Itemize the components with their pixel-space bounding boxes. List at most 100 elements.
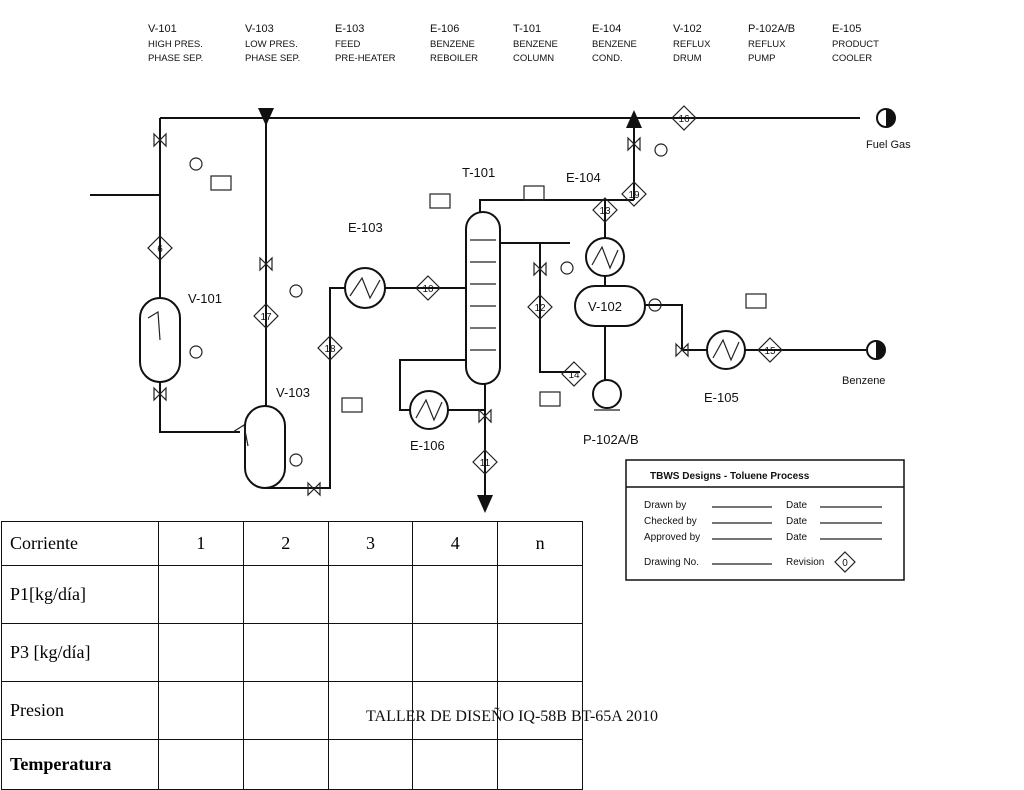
header-v103: V-103 LOW PRES. PHASE SEP. xyxy=(245,23,300,64)
svg-text:PHASE SEP.: PHASE SEP. xyxy=(148,53,203,64)
vessel-v103: V-103 xyxy=(232,385,310,489)
header-label-cell: Corriente xyxy=(1,521,159,566)
revision-label: Revision xyxy=(786,557,824,568)
svg-text:V-102: V-102 xyxy=(673,23,702,35)
drawing-no-label: Drawing No. xyxy=(644,557,699,568)
svg-text:COOLER: COOLER xyxy=(832,53,872,64)
table-cell[interactable] xyxy=(242,681,329,740)
exchanger-e105: E-105 xyxy=(704,330,746,405)
header-t101: T-101 BENZENE COLUMN xyxy=(513,23,558,64)
table-cell[interactable] xyxy=(497,623,583,682)
process-flow-diagram: V-101 HIGH PRES. PHASE SEP. V-103 LOW PR… xyxy=(90,23,911,581)
svg-text:13: 13 xyxy=(599,206,611,217)
table-cell[interactable] xyxy=(242,623,329,682)
column-header: 1 xyxy=(158,521,244,566)
stream-markers: 6 17 18 10 13 12 14 19 16 15 11 xyxy=(147,105,783,475)
svg-text:BENZENE: BENZENE xyxy=(513,39,558,50)
exchanger-e103: E-103 xyxy=(344,220,386,309)
svg-text:16: 16 xyxy=(678,114,690,125)
table-cell[interactable] xyxy=(412,623,499,682)
svg-text:T-101: T-101 xyxy=(513,23,541,35)
svg-text:6: 6 xyxy=(157,244,163,255)
date-label: Date xyxy=(786,516,808,527)
svg-text:14: 14 xyxy=(568,370,580,381)
svg-text:V-101: V-101 xyxy=(148,23,177,35)
checked-by-label: Checked by xyxy=(644,516,697,527)
svg-text:COLUMN: COLUMN xyxy=(513,53,554,64)
svg-text:E-103: E-103 xyxy=(335,23,364,35)
svg-text:19: 19 xyxy=(628,190,640,201)
table-cell[interactable] xyxy=(327,739,414,790)
header-v101: V-101 HIGH PRES. PHASE SEP. xyxy=(148,23,203,64)
table-cell[interactable] xyxy=(412,565,499,624)
table-cell[interactable] xyxy=(327,565,414,624)
benzene-label: Benzene xyxy=(842,375,885,387)
svg-text:FEED: FEED xyxy=(335,39,360,50)
label-p102: P-102A/B xyxy=(583,432,639,447)
v101-liquid-line xyxy=(159,380,240,433)
table-cell[interactable] xyxy=(497,565,583,624)
valve-icon xyxy=(153,386,167,402)
row-label: P1[kg/día] xyxy=(1,565,159,624)
label-e103: E-103 xyxy=(348,220,383,235)
label-v102: V-102 xyxy=(588,299,622,314)
svg-text:E-105: E-105 xyxy=(832,23,861,35)
table-row: Temperatura xyxy=(1,739,583,790)
reboiler-return-line xyxy=(399,359,466,411)
svg-text:REFLUX: REFLUX xyxy=(748,39,786,50)
table-cell[interactable] xyxy=(412,739,499,790)
svg-text:18: 18 xyxy=(324,344,336,355)
table-cell[interactable] xyxy=(158,739,244,790)
label-e105: E-105 xyxy=(704,390,739,405)
benzene-terminal: Benzene xyxy=(842,340,886,387)
vessel-v101: V-101 xyxy=(139,291,222,383)
approved-by-label: Approved by xyxy=(644,532,700,543)
stream-data-table: Corriente 1 2 3 4 n P1[kg/día] P3 [kg/dí… xyxy=(1,521,583,790)
label-e104: E-104 xyxy=(566,170,601,185)
product-line xyxy=(640,304,708,351)
pump-p102: P-102A/B xyxy=(583,379,639,447)
v103-liquid-line xyxy=(266,287,345,489)
stream-15: 15 xyxy=(757,337,783,363)
table-cell[interactable] xyxy=(158,681,244,740)
row-label: P3 [kg/día] xyxy=(1,623,159,682)
header-p102: P-102A/B REFLUX PUMP xyxy=(748,23,795,64)
valve-icon xyxy=(153,132,167,148)
table-cell[interactable] xyxy=(242,565,329,624)
svg-text:REFLUX: REFLUX xyxy=(673,39,711,50)
valve-icon xyxy=(307,481,321,497)
table-cell[interactable] xyxy=(497,739,583,790)
svg-text:DRUM: DRUM xyxy=(673,53,702,64)
fuel-gas-label: Fuel Gas xyxy=(866,139,911,151)
header-e106: E-106 BENZENE REBOILER xyxy=(430,23,478,64)
svg-text:17: 17 xyxy=(260,312,272,323)
svg-text:E-106: E-106 xyxy=(430,23,459,35)
label-e106: E-106 xyxy=(410,438,445,453)
svg-text:PHASE SEP.: PHASE SEP. xyxy=(245,53,300,64)
table-row: P3 [kg/día] xyxy=(1,623,583,682)
stream-13: 13 xyxy=(592,197,618,223)
table-cell[interactable] xyxy=(158,623,244,682)
process-lines xyxy=(90,108,866,513)
stream-12: 12 xyxy=(527,294,553,320)
table-row: P1[kg/día] xyxy=(1,565,583,624)
label-t101: T-101 xyxy=(462,165,495,180)
valves xyxy=(153,132,689,497)
stream-10: 10 xyxy=(415,275,441,301)
table-cell[interactable] xyxy=(158,565,244,624)
table-row: Presion xyxy=(1,681,583,740)
table-cell[interactable] xyxy=(327,623,414,682)
svg-text:HIGH PRES.: HIGH PRES. xyxy=(148,39,203,50)
column-header: 4 xyxy=(412,521,499,566)
table-cell[interactable] xyxy=(242,739,329,790)
instruments xyxy=(189,143,767,413)
stream-14: 14 xyxy=(561,361,587,387)
svg-text:P-102A/B: P-102A/B xyxy=(748,23,795,35)
stream-18: 18 xyxy=(317,335,343,361)
revision-number: 0 xyxy=(842,558,848,569)
svg-text:REBOILER: REBOILER xyxy=(430,53,478,64)
valve-icon xyxy=(675,342,689,358)
svg-text:PUMP: PUMP xyxy=(748,53,775,64)
stream-6: 6 xyxy=(147,235,173,261)
stream-17: 17 xyxy=(253,303,279,329)
